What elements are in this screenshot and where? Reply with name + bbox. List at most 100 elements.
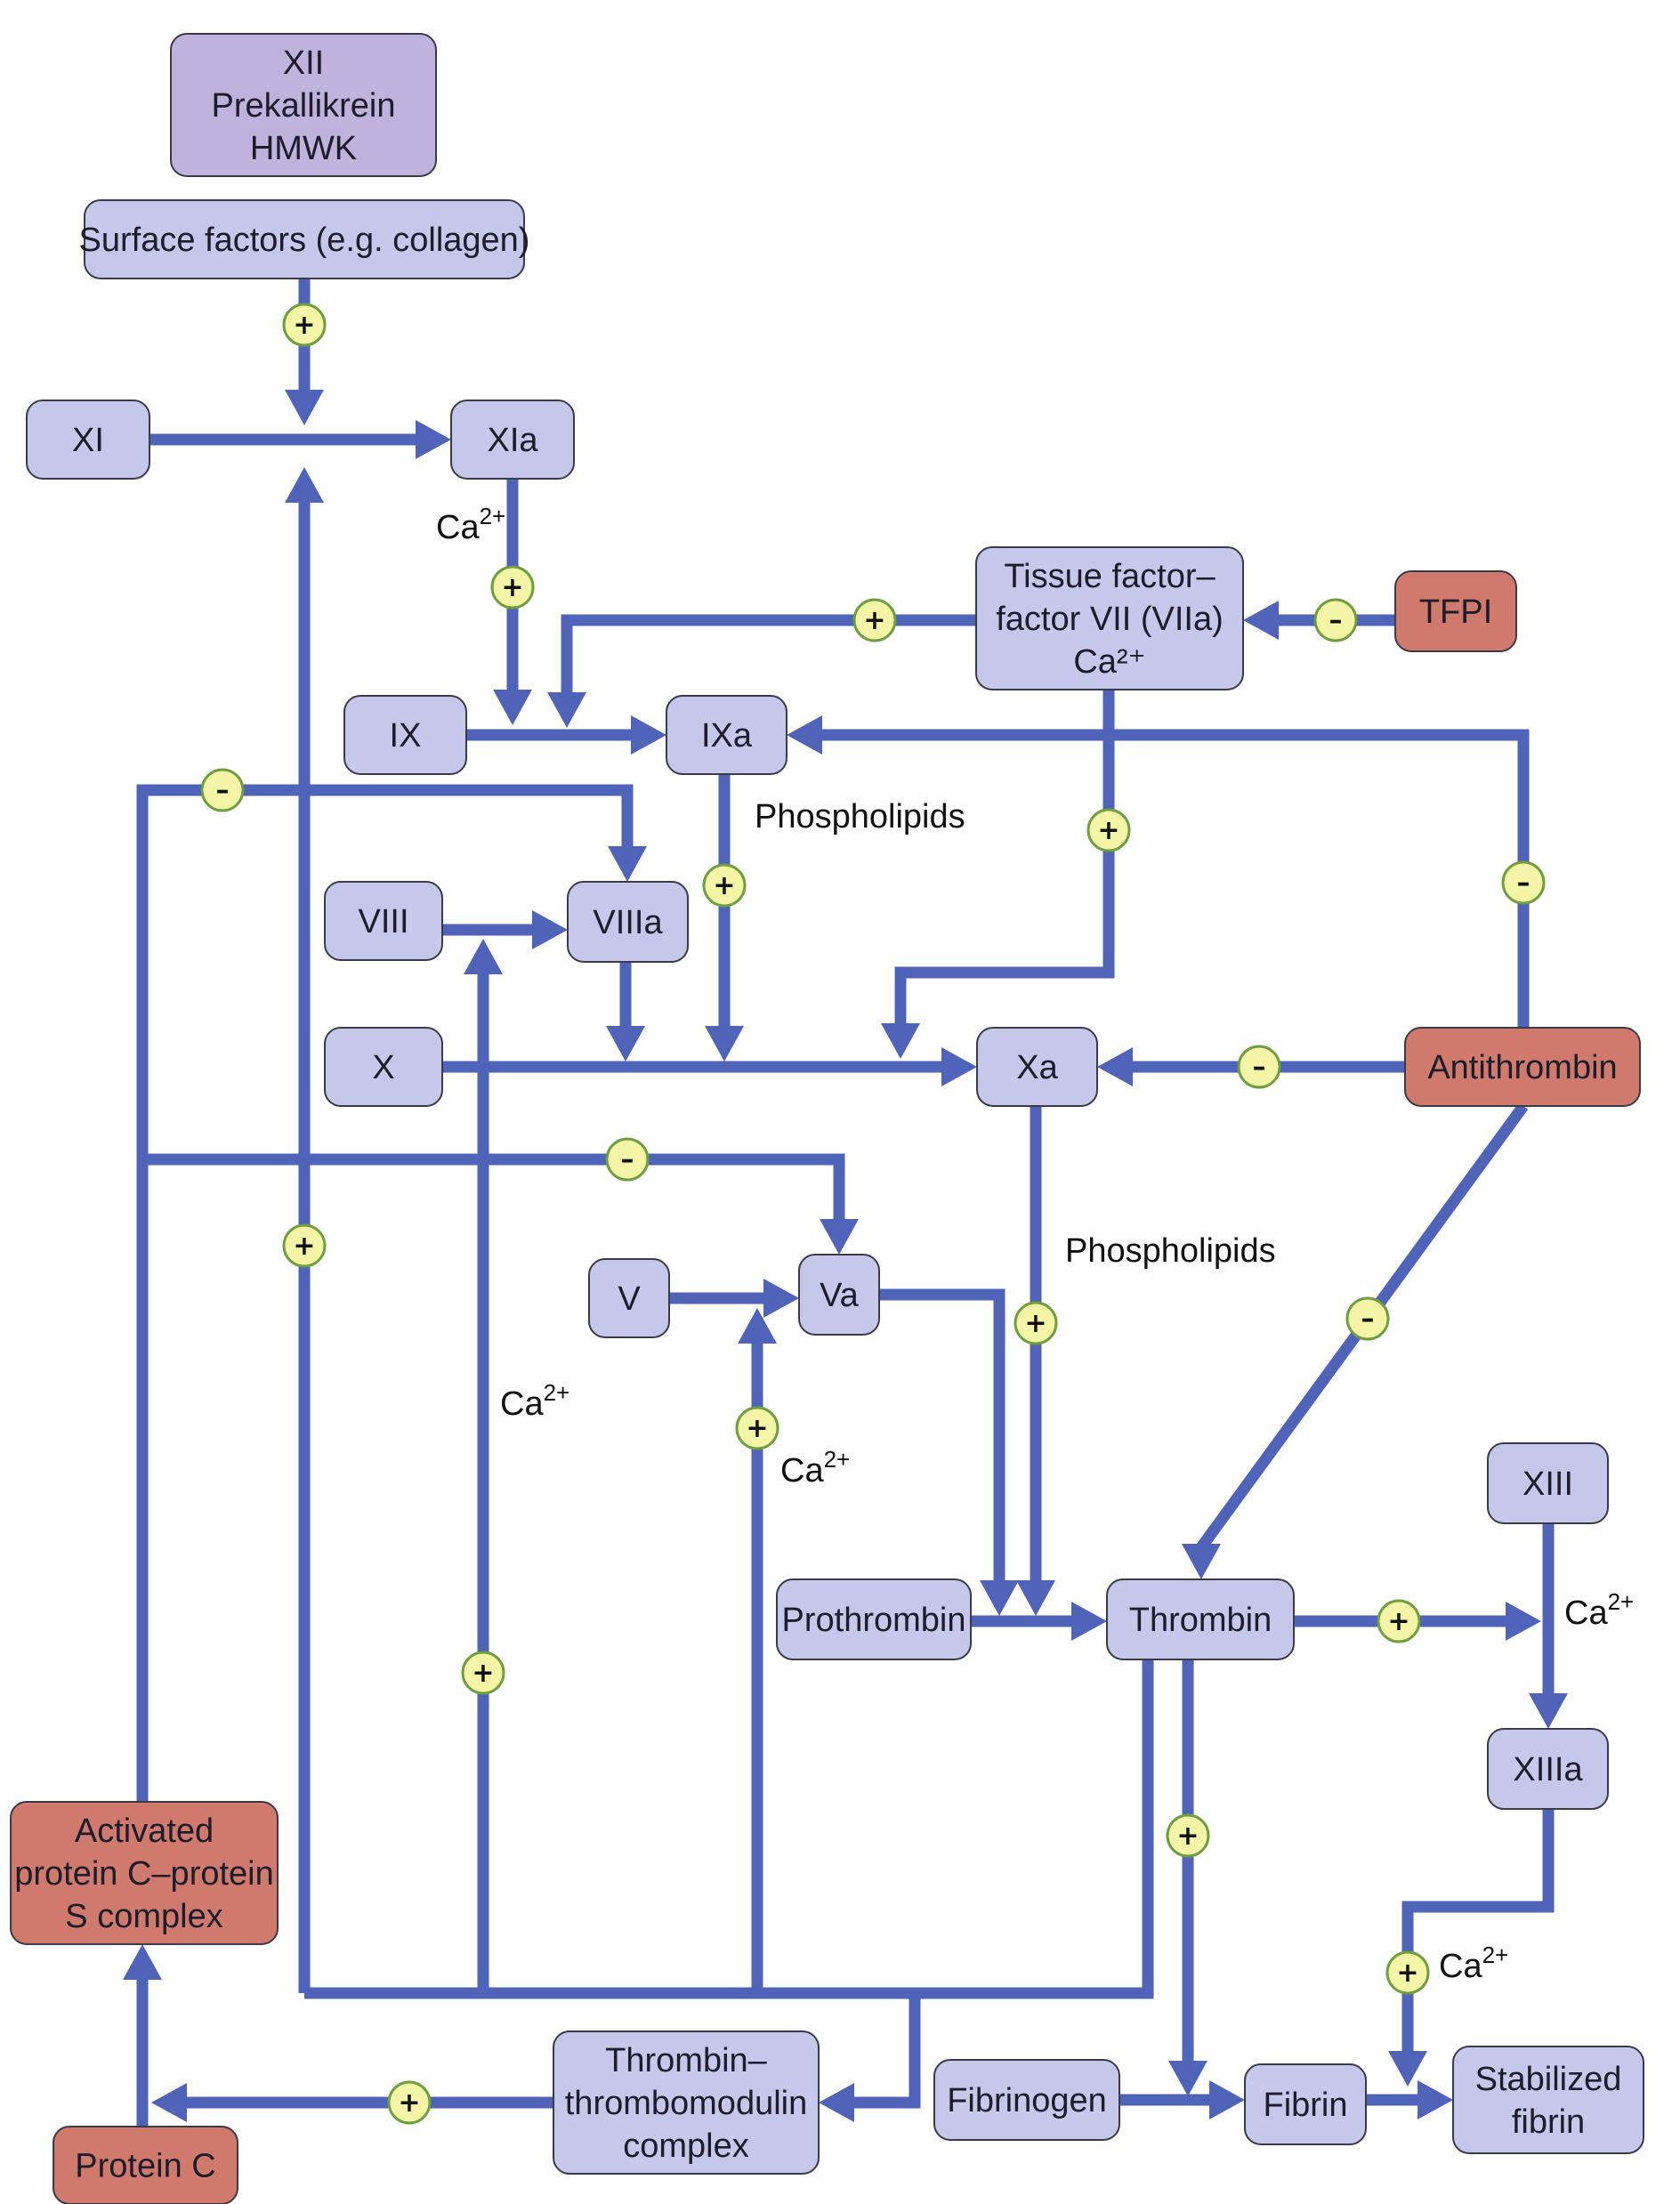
badge-symbol: + — [293, 1231, 315, 1262]
node-ttm-box — [553, 2030, 820, 2175]
node-tf-box — [975, 546, 1244, 690]
node-apc-label: Activated — [75, 1812, 214, 1850]
node-fibrinogen-box — [933, 2059, 1120, 2141]
node-xiii: XIII — [1487, 1442, 1609, 1524]
node-proteinc-box — [52, 2126, 238, 2204]
edge-va-to-prothrombin-junction-arrowhead — [980, 1580, 1019, 1616]
activation-badge: + — [852, 598, 897, 642]
inhibition-badge: – — [200, 768, 245, 812]
activation-badge: + — [1014, 1301, 1058, 1345]
badge-symbol: + — [1024, 1308, 1046, 1339]
edge-xiiia-to-stabilization-junction-arrowhead — [1388, 2051, 1427, 2087]
node-ttm-label: thrombomodulin — [565, 2085, 807, 2122]
edge-viii-to-viiia-arrowhead — [532, 910, 568, 949]
activation-badge: + — [461, 1651, 505, 1695]
node-stabilized-box — [1452, 2046, 1644, 2154]
node-thrombin-label: Thrombin — [1129, 1602, 1272, 1639]
node-xiiia-label: XIIIa — [1513, 1751, 1583, 1788]
edge-x-to-xa-arrowhead — [941, 1047, 977, 1086]
edge-thrombin-feedback-to-viii-arrowhead — [464, 939, 503, 974]
edge-apc-inhibits-viiia-arrowhead — [608, 846, 647, 882]
node-fibrin: Fibrin — [1244, 2063, 1367, 2145]
node-fibrinogen: Fibrinogen — [933, 2059, 1120, 2141]
node-fibrin-label: Fibrin — [1263, 2087, 1347, 2124]
node-prothrombin: Prothrombin — [776, 1578, 972, 1660]
edge-antithrombin-inhibits-xa-arrowhead — [1097, 1047, 1133, 1086]
calcium-label: Ca2+ — [500, 1379, 569, 1423]
edge-tfpi-inhibits-tf-arrowhead — [1243, 601, 1279, 640]
badge-symbol: + — [1097, 815, 1119, 846]
edge-tf-to-ix-junction-arrowhead — [547, 692, 586, 728]
badge-symbol: – — [621, 1144, 634, 1175]
edge-apc-inhibits-va-arrowhead — [820, 1219, 859, 1255]
node-xa: Xa — [976, 1027, 1098, 1107]
activation-badge: + — [1385, 1950, 1430, 1995]
badge-symbol: + — [713, 870, 735, 901]
edge-antithrombin-inhibits-ixa — [819, 729, 1530, 1028]
edge-protein-c-to-apc-arrowhead — [123, 1944, 162, 1980]
node-xiiia: XIIIa — [1487, 1728, 1609, 1810]
edge-tf-to-x-junction-arrowhead — [881, 1023, 920, 1059]
edge-v-to-va-arrowhead — [763, 1279, 799, 1318]
node-fibrin-box — [1244, 2063, 1367, 2145]
node-apc: Activated protein C–protein S complex — [10, 1801, 279, 1945]
node-proteinc-label: Protein C — [75, 2148, 215, 2185]
node-tfpi-label: TFPI — [1419, 593, 1492, 631]
edge-apc-inhibits-viiia — [136, 784, 634, 1802]
edge-xiiia-to-stabilization-junction — [1401, 1809, 1555, 2055]
badge-circle — [605, 1137, 650, 1182]
edge-thrombin-to-thrombomodulin — [851, 1993, 921, 2109]
inhibition-badge: – — [1313, 598, 1358, 642]
node-ttm-label: complex — [623, 2127, 749, 2165]
node-xiii-label: XIII — [1522, 1465, 1573, 1503]
node-antithrombin: Antithrombin — [1404, 1027, 1641, 1107]
badge-symbol: – — [1329, 605, 1343, 636]
badge-circle — [282, 303, 327, 347]
edge-viiia-to-x-junction-arrowhead — [606, 1026, 645, 1062]
node-proteinc: Protein C — [52, 2126, 238, 2204]
badge-circle — [1166, 1813, 1210, 1858]
activation-badge: + — [387, 2080, 432, 2125]
node-stabilized-label: fibrin — [1512, 2103, 1585, 2141]
node-xiiia-box — [1487, 1728, 1609, 1810]
node-apc-label: protein C–protein — [14, 1855, 274, 1893]
node-ixa-label: IXa — [701, 717, 753, 755]
edge-surface-to-junction-arrowhead — [285, 390, 324, 425]
node-tf-label: factor VII (VIIa) — [996, 601, 1224, 638]
badge-symbol: + — [501, 572, 523, 603]
badge-circle — [200, 768, 245, 812]
node-x-box — [324, 1027, 443, 1107]
inhibition-badge: – — [1501, 860, 1546, 905]
badge-symbol: – — [1253, 1052, 1266, 1083]
badge-circle — [1385, 1950, 1430, 1995]
activation-badge: + — [735, 1406, 779, 1450]
node-viii-box — [324, 881, 443, 961]
node-ixa-box — [666, 695, 788, 775]
edge-fibrin-to-stabilized-arrowhead — [1418, 2080, 1453, 2119]
badge-circle — [852, 598, 897, 642]
edge-antithrombin-inhibits-ixa-arrowhead — [787, 715, 822, 755]
node-apc-label: S complex — [65, 1898, 222, 1935]
badge-circle — [387, 2080, 432, 2125]
activation-badge: + — [702, 863, 747, 908]
node-xiii-box — [1487, 1442, 1609, 1524]
badge-circle — [735, 1406, 779, 1450]
phospholipids-label: Phospholipids — [755, 798, 965, 836]
badge-circle — [1313, 598, 1358, 642]
badge-symbol: + — [863, 605, 885, 636]
badge-symbol: + — [398, 2087, 420, 2119]
badge-symbol: + — [472, 1658, 494, 1689]
edge-xa-to-prothrombin-junction-arrowhead — [1016, 1580, 1055, 1616]
node-xa-label: Xa — [1016, 1049, 1058, 1086]
node-xi-box — [26, 400, 150, 480]
node-contact-label: Prekallikrein — [212, 87, 396, 125]
pathway-arrows — [123, 279, 1568, 2127]
node-ttm-label: Thrombin– — [605, 2042, 767, 2079]
node-ix-label: IX — [390, 717, 422, 755]
node-tf-label: Tissue factor– — [1004, 558, 1216, 595]
node-contact-label: HMWK — [250, 130, 357, 167]
activation-badge: + — [1086, 808, 1131, 852]
edge-thrombin-to-thrombomodulin-arrowhead — [819, 2083, 854, 2122]
